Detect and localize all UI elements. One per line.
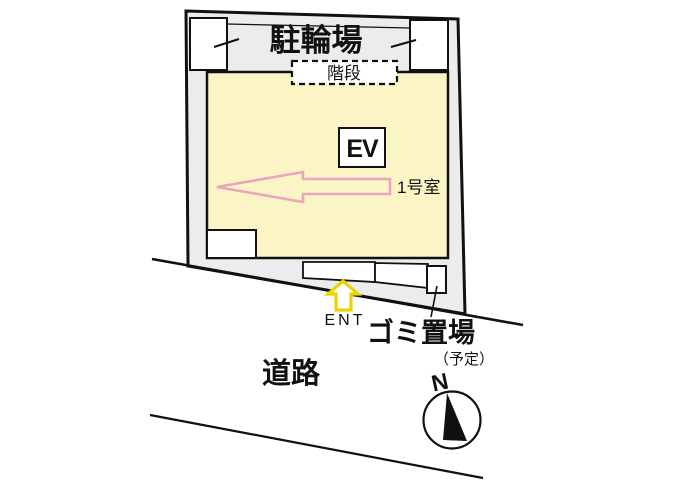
garbage-area-box <box>426 265 447 294</box>
entrance-arrow <box>323 278 363 312</box>
road-far-edge-line <box>149 413 484 480</box>
compass: N <box>422 368 482 450</box>
room1-direction-arrow <box>216 170 392 204</box>
garbage-label: ゴミ置場 <box>367 317 475 348</box>
road-label: 道路 <box>262 357 321 390</box>
garbage-leader-line <box>430 285 438 318</box>
elevator-box <box>338 127 386 168</box>
bicycle-parking-right-box <box>409 19 449 71</box>
right-access-tick <box>390 39 417 48</box>
bicycle-strip-top-edge <box>226 23 411 29</box>
entrance-step-left <box>302 261 376 283</box>
elevator-label: EV <box>346 135 379 163</box>
compass-north-label: N <box>429 368 451 397</box>
garbage-note-label: （予定） <box>434 351 494 368</box>
entrance-label: ENT <box>325 312 366 329</box>
bicycle-parking-label: 駐輪場 <box>270 23 363 58</box>
building-outline <box>205 70 450 260</box>
room1-label: 1号室 <box>397 178 440 197</box>
left-access-tick <box>213 38 240 48</box>
stairs-dashed-box <box>290 59 399 86</box>
compass-needle <box>443 393 467 441</box>
building-corner-cutout <box>206 229 257 259</box>
stairs-label: 階段 <box>327 64 361 83</box>
